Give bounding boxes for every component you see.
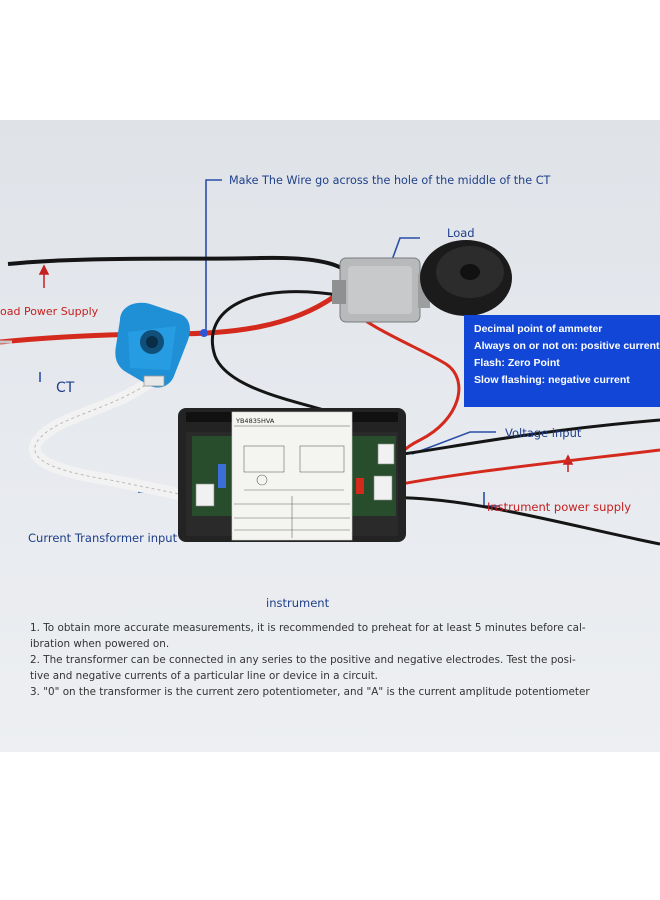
load-power-supply-label: oad Power Supply <box>0 305 99 318</box>
voltage-input-label: Voltage input <box>505 426 582 440</box>
instrument-label: instrument <box>266 596 330 610</box>
current-transformer-input-label: Current Transformer input <box>28 531 178 545</box>
info-line: Always on or not on: positive current <box>474 340 660 352</box>
usage-notes: 1. To obtain more accurate measurements,… <box>30 620 640 700</box>
note-line: 2. The transformer can be connected in a… <box>30 654 576 666</box>
instrument-meter: YB4835HVA <box>178 408 406 542</box>
load-motor <box>332 240 512 323</box>
black-voltage-wire <box>387 418 660 458</box>
note-line: tive and negative currents of a particul… <box>30 670 378 682</box>
wire-mark <box>200 329 208 337</box>
black-wire-top <box>7 255 347 272</box>
instrument-power-supply-label: Instrument power supply <box>487 500 632 514</box>
wiring-scene: YB4835HVA <box>0 179 660 546</box>
red-power-wire <box>379 448 660 490</box>
meter-model: YB4835HVA <box>235 417 275 425</box>
ct-label: CT <box>56 380 75 396</box>
wire-instruction-label: Make The Wire go across the hole of the … <box>229 174 551 187</box>
load-label: Load <box>447 226 475 240</box>
load-pointer <box>391 237 420 261</box>
note-line: ibration when powered on. <box>30 638 170 650</box>
ct-hole-pointer <box>205 179 222 336</box>
ribbon-cable <box>28 377 200 504</box>
black-power-wire <box>379 496 660 546</box>
note-line: 3. "0" on the transformer is the current… <box>30 686 590 698</box>
info-line: Decimal point of ammeter <box>474 323 603 335</box>
voltage-pointer <box>411 431 496 455</box>
info-line: Slow flashing: negative current <box>474 374 630 386</box>
ammeter-decimal-info: Decimal point of ammeter Always on or no… <box>464 315 660 407</box>
current-transformer <box>115 302 190 388</box>
info-line: Flash: Zero Point <box>474 357 560 369</box>
diagram-photo: YB4835HVA Make The Wire go across the ho… <box>0 120 660 752</box>
note-line: 1. To obtain more accurate measurements,… <box>30 622 586 634</box>
